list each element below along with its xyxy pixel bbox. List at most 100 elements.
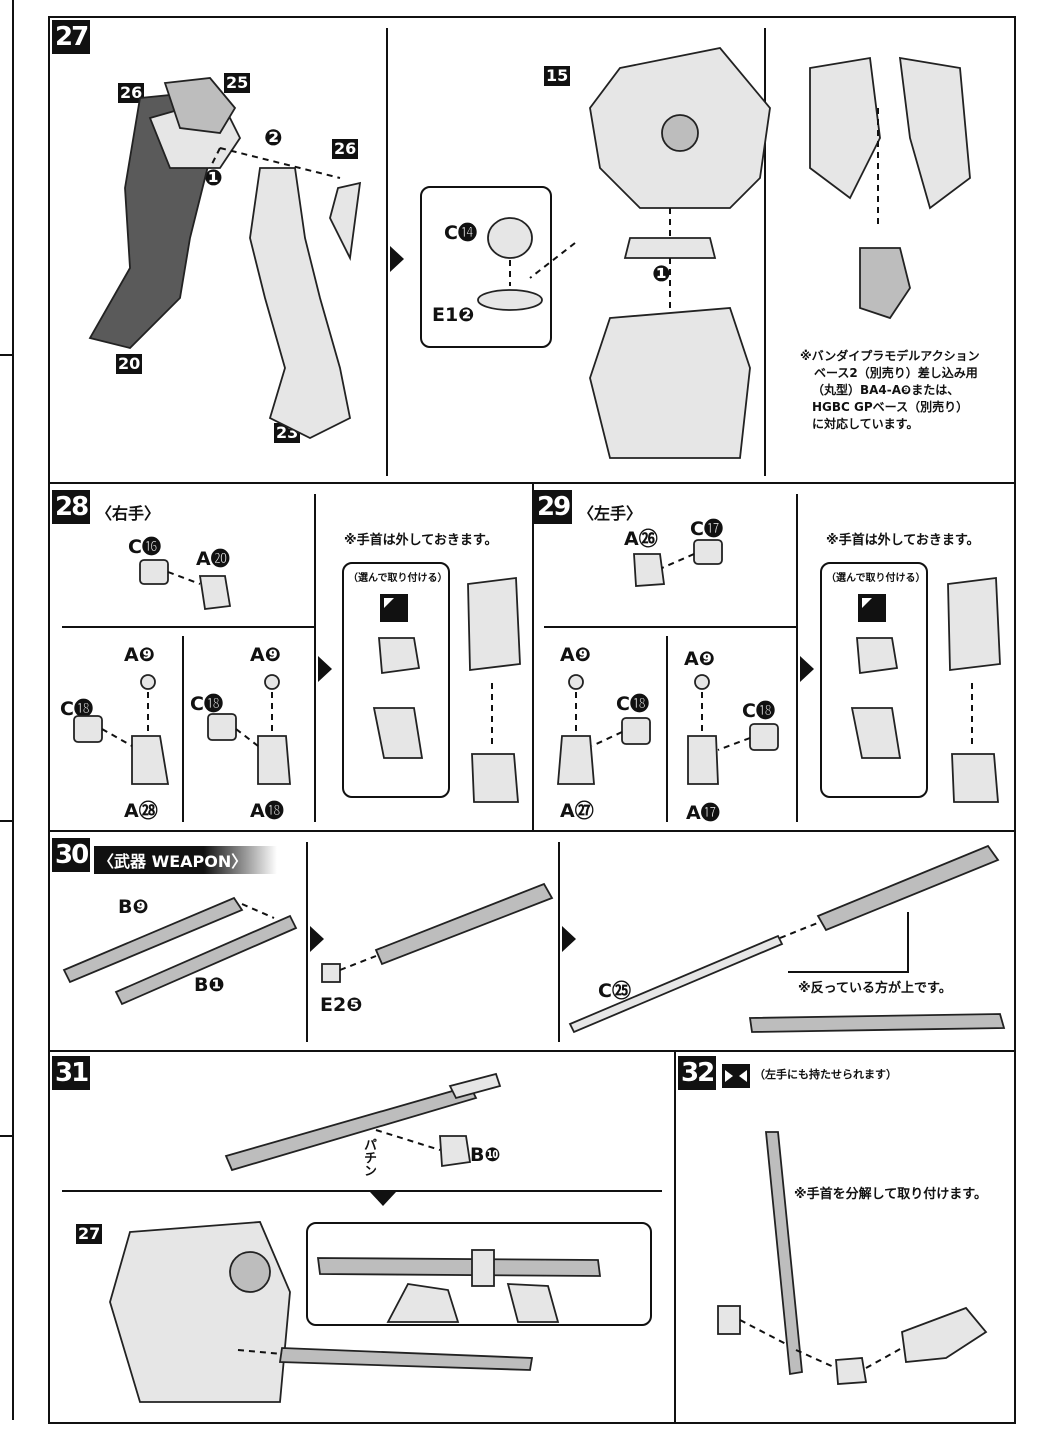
part-label: B❶ [194,974,225,996]
choose-box: （選んで取り付ける） [820,562,928,798]
sequence-2: ❷ [264,126,283,151]
part-label: A⓴ [196,548,230,570]
part-label: A⓲ [250,800,284,822]
stand-illustration [809,56,971,320]
step-title: 〈右手〉 [96,504,161,523]
scabbard-halves-illustration [62,896,298,1006]
sequence-1: ❶ [204,166,223,191]
steps-28-29-panel: 28 〈右手〉 C⓰ A⓴ A❾ C⓲ A㉘ A❾ C⓲ A⓲ ※手首は外してお… [48,484,1016,832]
sound-effect: パチン [361,1138,376,1177]
scabbard-side-illustration [748,1013,1006,1033]
body-illustration [529,47,771,459]
part-label: A㉗ [560,800,594,822]
note-line: （丸型）BA4-A❾または、 [812,383,960,397]
edge-line [12,820,14,1420]
next-arrow-icon [390,246,404,272]
part-tag: 27 [76,1224,103,1244]
next-arrow-icon [310,926,324,952]
sequence-1: ❶ [652,262,671,287]
scabbard-mount-illustration [237,1347,534,1371]
divider [386,28,388,476]
left-right-icon [722,1064,750,1088]
note: ※手首は外しておきます。 [344,533,498,548]
edge-tick [0,354,14,356]
part-tag: 26 [332,139,359,159]
hand-options-illustration [372,637,424,759]
part-label: A㉘ [124,800,158,822]
divider [532,484,534,832]
divider [182,636,184,822]
stand-note: ※バンダイプラモデルアクション ベース2（別売り）差し込み用 （丸型）BA4-A… [800,348,980,433]
edge-tick [0,820,14,822]
step-title: 〈武器 WEAPON〉 [94,846,278,874]
next-arrow-icon [800,656,814,682]
part-label: A❾ [684,648,715,670]
part-label: B❿ [470,1144,501,1166]
note-line: HGBC GPベース（別売り） [812,400,969,414]
step-number: 27 [52,20,91,54]
divider [764,28,766,476]
note-line: ベース2（別売り）差し込み用 [814,366,978,380]
part-label: C㉕ [598,980,631,1002]
note: ※反っている方が上です。 [798,981,952,996]
divider [314,494,316,822]
scabbard-back-detail [316,1249,602,1323]
inset-detail: C⓮ E1❷ [420,186,552,348]
part-label: E2❺ [320,994,363,1016]
part-label: A㉖ [624,528,658,550]
next-arrow-icon [562,926,576,952]
divider [796,494,798,822]
base-parts-illustration [477,217,543,311]
part-label: A❾ [124,644,155,666]
edge-tick [0,1135,14,1137]
divider [62,1190,662,1192]
sword-grip-illustration [717,1131,988,1385]
scabbard-clip-illustration [224,1072,502,1172]
note: ※手首は外しておきます。 [826,533,980,548]
right-hand-parts-illustration [73,559,291,785]
part-tag: 25 [224,73,251,93]
step-number: 28 [52,490,91,524]
part-label: A⓱ [686,802,720,824]
arm-illustration [947,576,1001,803]
step-number: 29 [534,490,573,524]
choose-icon [380,594,408,622]
choose-label: （選んで取り付ける） [348,573,448,584]
legs-illustration [88,77,362,440]
part-tag: 26 [118,83,145,103]
choose-label: （選んで取り付ける） [826,573,926,584]
subtitle: （左手にも持たせられます） [754,1068,897,1081]
step-32-panel: 32 （左手にも持たせられます） ※手首を分解して取り付けます。 [674,1052,1016,1424]
part-label: C⓰ [128,536,161,558]
part-label: C⓲ [742,700,775,722]
part-label: A❾ [250,644,281,666]
step-number: 30 [52,838,91,872]
part-label: E1❷ [432,304,475,326]
divider [558,842,560,1042]
scabbard-assembled-illustration [321,882,554,983]
arm-illustration [467,576,521,803]
divider [306,842,308,1042]
edge-line [12,355,14,820]
step-number: 32 [678,1056,717,1090]
part-label: C⓮ [444,222,477,244]
left-hand-parts-illustration [557,539,779,785]
choose-icon [858,594,886,622]
part-label: A❾ [560,644,591,666]
left-page-edge [0,0,16,1420]
divider [666,636,668,822]
divider [544,626,796,628]
step-30-panel: 30 〈武器 WEAPON〉 B❾ B❶ E2❺ C㉕ ※反っている方が上です。 [48,832,1016,1052]
part-label: C⓲ [60,698,93,720]
part-label: B❾ [118,896,149,918]
next-arrow-icon [370,1192,396,1206]
step-number: 31 [52,1056,91,1090]
step-27-panel: 27 26 25 26 20 23 15 ❷ ❶ ❷ ❶ C⓮ E1❷ [48,16,1016,484]
inset-detail [306,1222,652,1326]
hand-options-illustration [850,637,902,759]
part-tag: 20 [116,354,143,374]
step-title: 〈左手〉 [578,504,643,523]
edge-line [12,0,14,355]
note-line: ※バンダイプラモデルアクション [800,349,980,363]
choose-box: （選んで取り付ける） [342,562,450,798]
